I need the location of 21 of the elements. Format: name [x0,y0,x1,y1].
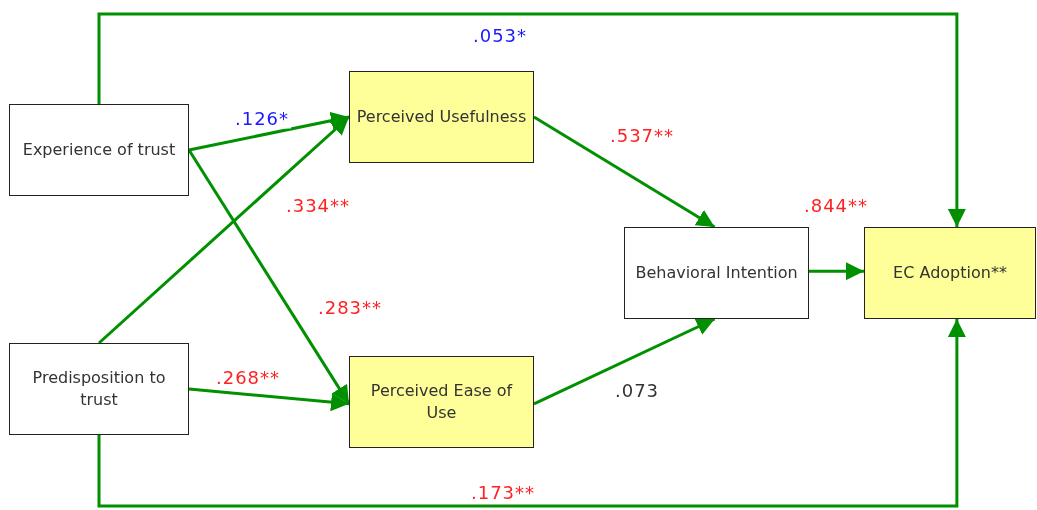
construct-box [9,104,189,196]
construct-box [624,227,809,319]
arrow [809,262,864,281]
arrow [188,111,350,152]
arrow [98,115,350,345]
construct-label: Predisposition to trust [31,367,167,411]
arrow [533,317,716,406]
arrow [187,149,351,405]
construct-box [349,71,534,163]
construct-box [349,356,534,448]
construct-box [9,343,189,435]
arrow [533,115,716,229]
arrow [97,12,966,227]
arrow [97,319,966,508]
arrow [188,387,350,412]
construct-label: Perceived Usefulness [355,106,528,128]
construct-box [864,227,1036,319]
construct-label: Perceived Ease of Use [369,380,514,424]
construct-label: EC Adoption** [892,262,1008,284]
construct-label: Experience of trust [21,139,177,161]
construct-label: Behavioral Intention [634,262,799,284]
